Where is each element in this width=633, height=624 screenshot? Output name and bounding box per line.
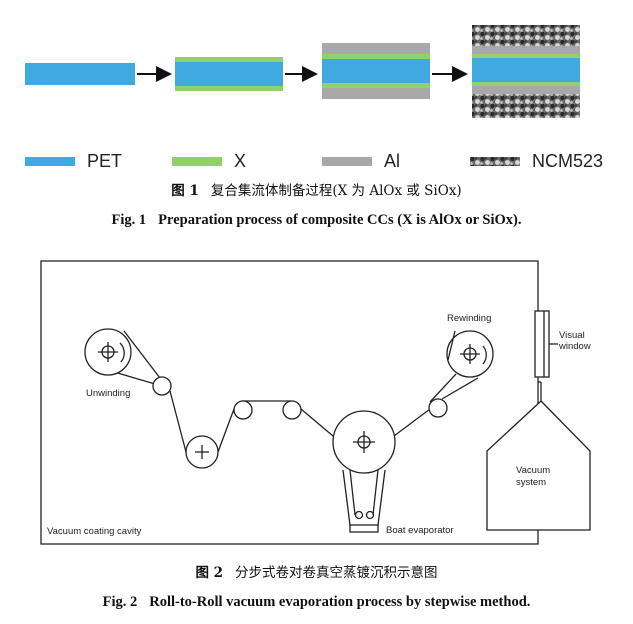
vacuum-system-label-2: system: [516, 477, 546, 488]
stage4-x-top: [472, 54, 580, 58]
fig2-roll-to-roll-diagram: Rewinding Unwinding Visual window Vacuum…: [40, 260, 591, 545]
legend-pet-label: PET: [87, 150, 123, 171]
visual-window-label-2: window: [558, 341, 591, 352]
stage1-pet-layer: [25, 63, 135, 85]
rewinding-arrow: [482, 345, 487, 365]
guide-roller-1: [152, 376, 172, 396]
fig1-caption-en-number: Fig. 1: [111, 212, 147, 228]
cavity-label: Vacuum coating cavity: [47, 526, 142, 537]
stage4-al-top: [472, 46, 580, 54]
legend-al: Al: [322, 151, 400, 171]
stage4-pet-layer: [472, 58, 580, 82]
legend-pet: PET: [25, 151, 122, 171]
ncm-swatch: [470, 156, 520, 166]
fig1-caption-cn: 图 1 复合集流体制备过程(X 为 AlOx 或 SiOx): [0, 179, 633, 199]
fig2-caption-en-text: Roll-to-Roll vacuum evaporation process …: [149, 594, 531, 610]
fig1-caption-en-text: Preparation process of composite CCs (X …: [158, 212, 522, 228]
fig1-caption-en: Fig. 1 Preparation process of composite C…: [0, 212, 633, 229]
guide-roller-4: [428, 398, 448, 418]
stage3-al-top: [322, 43, 430, 54]
fig2-caption-en-number: Fig. 2: [102, 594, 138, 610]
legend-x-label: X: [234, 150, 247, 171]
unwinding-arrow: [119, 342, 125, 363]
vacuum-cavity-box: [40, 260, 539, 545]
al-swatch: [322, 156, 372, 166]
boat-evaporator: [342, 469, 386, 533]
stage2-x-top: [175, 57, 283, 62]
legend-al-label: Al: [384, 150, 401, 171]
stage2-pet-layer: [175, 62, 283, 86]
stage3-al-bottom: [322, 88, 430, 99]
stage3-x-top: [322, 54, 430, 59]
vacuum-system-label-1: Vacuum: [516, 465, 550, 476]
legend-ncm-label: NCM523: [532, 150, 604, 171]
guide-roller-2: [233, 400, 253, 420]
boat-evaporator-label: Boat evaporator: [386, 525, 454, 536]
pet-swatch: [25, 156, 75, 166]
vacuum-system-housing: [486, 400, 591, 531]
stage3-x-bottom: [322, 83, 430, 88]
stage3-pet-layer: [322, 59, 430, 83]
stage2-x-bottom: [175, 86, 283, 91]
fig1-process-diagram: [25, 25, 580, 118]
fig2-caption-cn-number: 图 2: [195, 565, 224, 581]
fig1-caption-cn-number: 图 1: [171, 183, 199, 199]
visual-window-label-1: Visual: [559, 330, 585, 341]
fig2-caption-cn: 图 2 分步式卷对卷真空蒸镀沉积示意图: [0, 561, 633, 581]
legend-x: X: [172, 151, 246, 171]
visual-window-frame: [534, 310, 550, 378]
fig2-caption-cn-text: 分步式卷对卷真空蒸镀沉积示意图: [235, 565, 438, 581]
stage4-ncm-top: [472, 25, 580, 46]
stage4-al-bottom: [472, 86, 580, 94]
legend-ncm: NCM523: [470, 151, 603, 171]
guide-roller-3: [282, 400, 302, 420]
stage4-x-bottom: [472, 82, 580, 86]
unwinding-label: Unwinding: [86, 388, 130, 399]
fig1-caption-cn-text: 复合集流体制备过程(X 为 AlOx 或 SiOx): [210, 183, 462, 199]
rewinding-label: Rewinding: [447, 313, 491, 324]
fig2-caption-en: Fig. 2 Roll-to-Roll vacuum evaporation pr…: [0, 594, 633, 611]
stage4-ncm-bottom: [472, 94, 580, 118]
x-swatch: [172, 156, 222, 166]
